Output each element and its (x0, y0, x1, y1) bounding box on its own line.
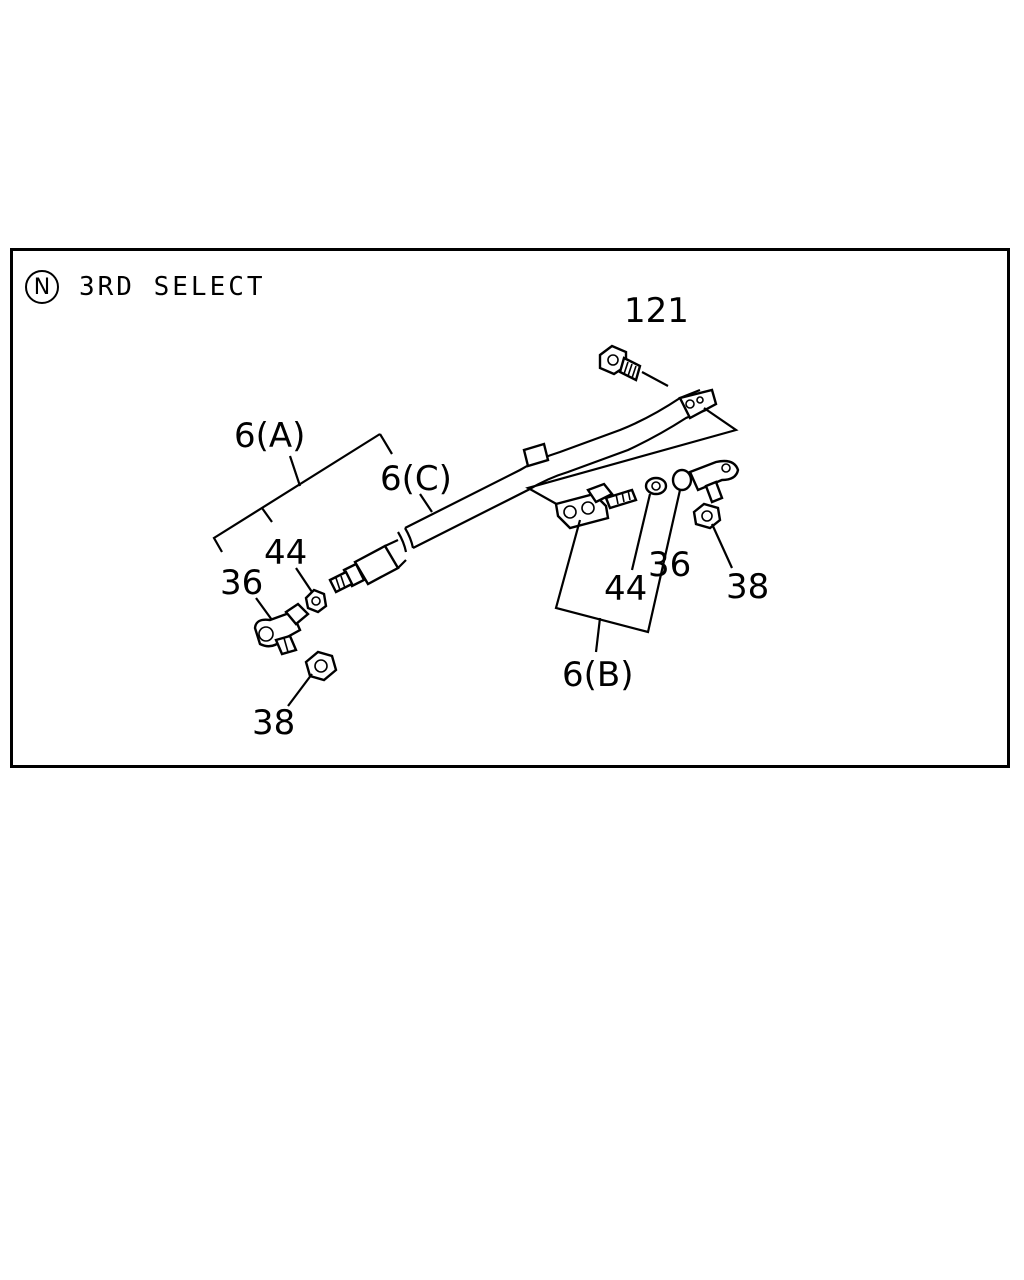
nut-38-b (692, 502, 722, 530)
nut-44-a (304, 588, 328, 614)
callout-6a: 6(A) (234, 416, 305, 456)
bolt-121 (598, 344, 669, 387)
callout-6c: 6(C) (380, 459, 452, 499)
diagram-frame: N 3RD SELECT (10, 248, 1010, 768)
rod-end-a (328, 539, 407, 594)
section-badge: N (25, 270, 59, 304)
select-rod (397, 388, 739, 553)
callout-121: 121 (624, 291, 689, 331)
callout-leaders (212, 433, 734, 707)
callout-38-b: 38 (726, 567, 769, 607)
callout-36-a: 36 (220, 563, 263, 603)
callout-36-b: 36 (648, 545, 691, 585)
callout-38-a: 38 (252, 703, 295, 743)
ball-joint-36-b (671, 459, 740, 504)
rod-end-b (554, 482, 638, 530)
ball-joint-36-a (253, 602, 310, 656)
section-header: N 3RD SELECT (25, 267, 266, 307)
callout-44-a: 44 (264, 533, 307, 573)
callout-6b: 6(B) (562, 655, 634, 695)
callout-44-b: 44 (604, 569, 647, 609)
section-title: 3RD SELECT (79, 272, 266, 302)
nut-44-b (644, 476, 668, 496)
